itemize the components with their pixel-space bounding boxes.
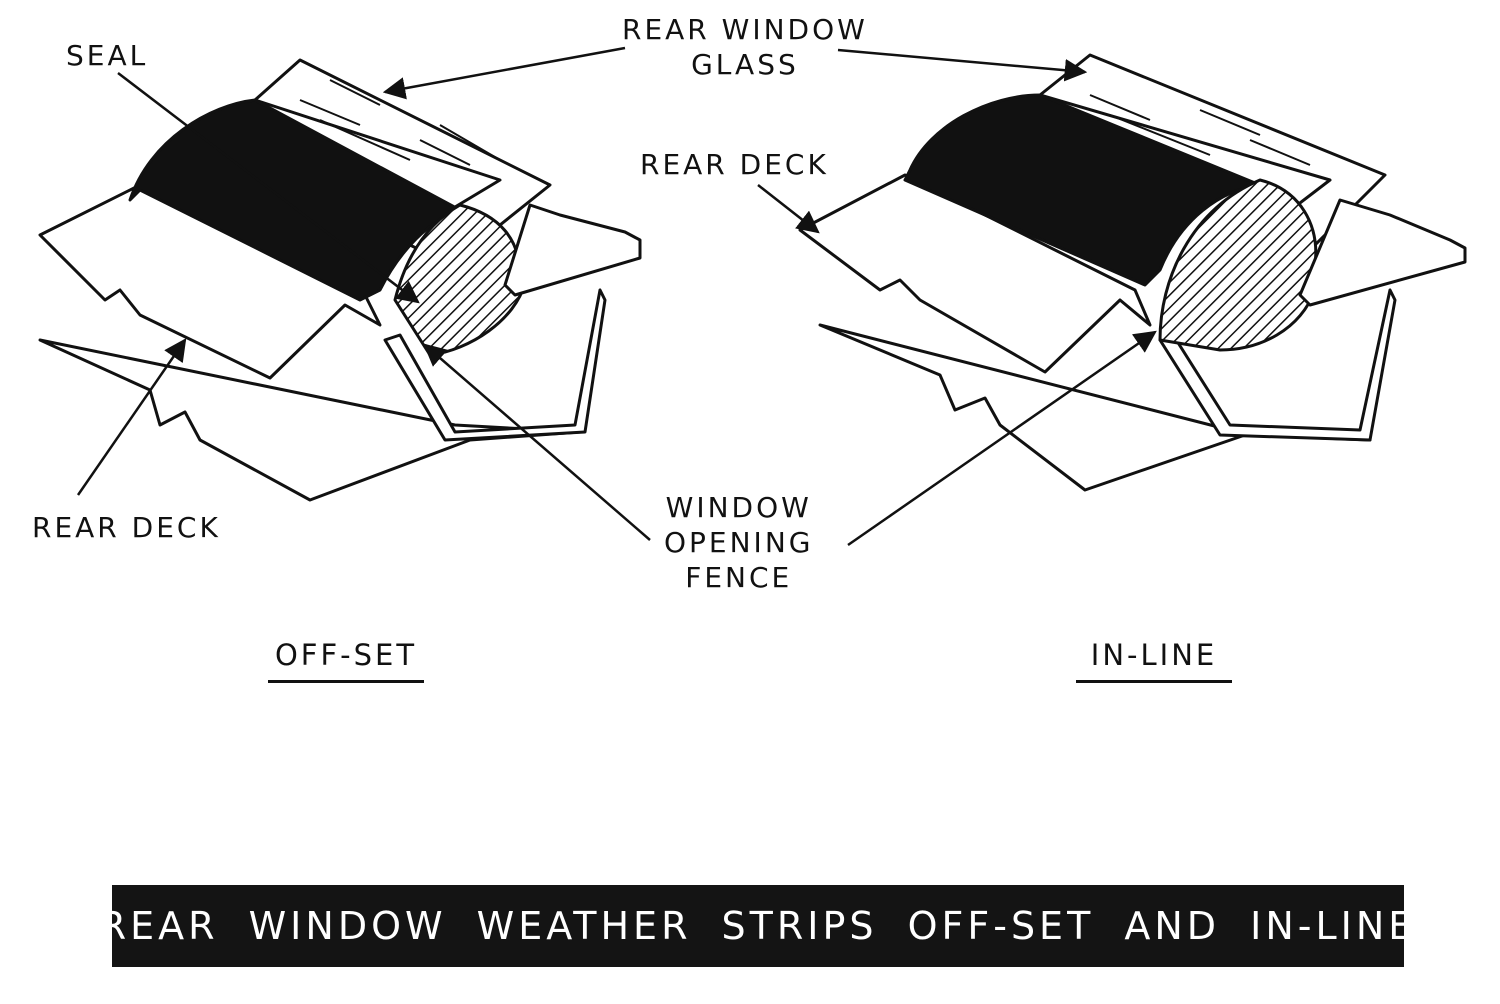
caption-title: REAR WINDOW WEATHER STRIPS OFF-SET AND I… [99, 904, 1417, 948]
offset-deck-stack [503, 203, 642, 297]
inline-upper-deck-panel [798, 173, 1152, 374]
subtitle-inline-text: IN-LINE [1090, 638, 1218, 672]
leader-glass-right [837, 48, 1088, 82]
subtitle-inline-underline [1076, 680, 1232, 683]
offset-drawing [38, 58, 642, 502]
leader-fence-right [847, 330, 1157, 547]
leader-rear-deck-right [757, 184, 820, 234]
offset-lower-deck-panel [38, 338, 582, 502]
label-window-opening-fence: WINDOW OPENING FENCE [664, 490, 813, 595]
label-rear-window-glass-line1: REAR WINDOW [622, 13, 868, 46]
leader-seal [117, 72, 420, 304]
label-fence-line2: OPENING [664, 526, 814, 559]
label-fence-line1: WINDOW [665, 491, 812, 524]
caption-banner: REAR WINDOW WEATHER STRIPS OFF-SET AND I… [100, 885, 1412, 967]
label-rear-deck-right: REAR DECK [640, 148, 829, 181]
subtitle-offset-text: OFF-SET [274, 638, 418, 672]
label-rear-deck-left: REAR DECK [32, 511, 221, 544]
inline-lower-deck-panel [818, 323, 1372, 492]
label-seal: SEAL [66, 39, 149, 72]
subtitle-offset: OFF-SET [268, 638, 424, 683]
leader-lines [76, 46, 1157, 547]
leader-glass-left [382, 46, 626, 100]
leader-rear-deck-left [76, 338, 187, 496]
offset-window-opening-fence [383, 288, 607, 442]
label-rear-window-glass-line2: GLASS [691, 48, 799, 81]
subtitle-inline: IN-LINE [1076, 638, 1232, 683]
leader-fence-left [423, 343, 651, 541]
inline-drawing [798, 53, 1467, 492]
inline-window-opening-fence [1158, 288, 1397, 442]
subtitle-offset-underline [268, 680, 424, 683]
inline-deck-stack [1298, 198, 1467, 307]
label-rear-window-glass: REAR WINDOW GLASS [622, 12, 868, 82]
offset-weather-strip [128, 98, 462, 302]
label-fence-line3: FENCE [685, 561, 793, 594]
